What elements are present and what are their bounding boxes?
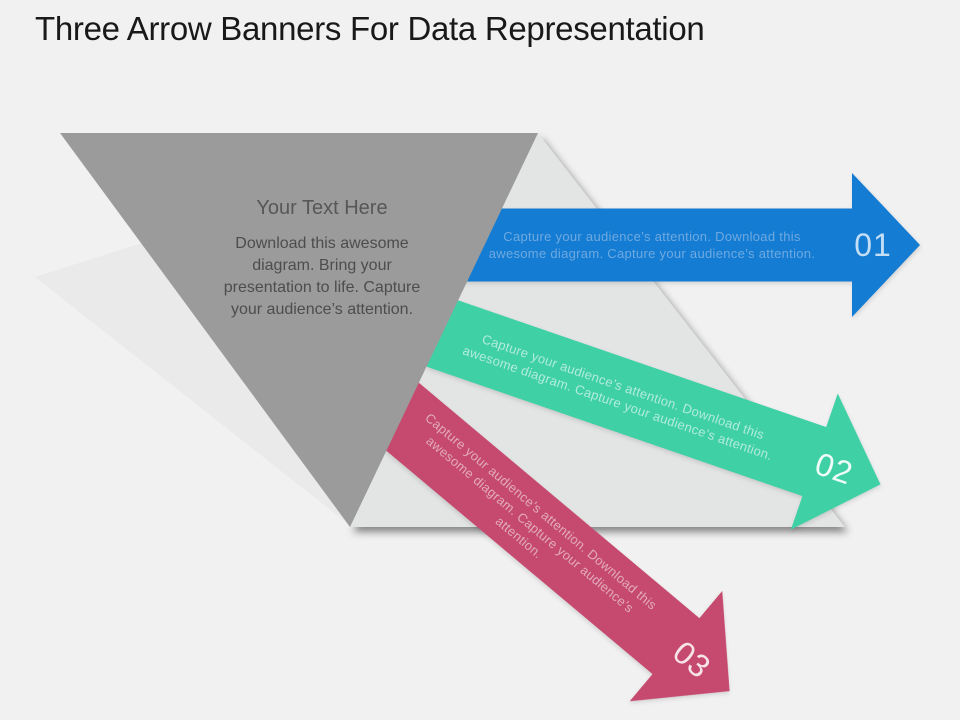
banner-1-number: 01	[854, 226, 892, 263]
arrow-shape-3	[367, 379, 730, 702]
triangle-text-block: Your Text Here Download this awesome dia…	[212, 196, 432, 321]
arrow-banner-2: Capture your audience’s attention. Downl…	[414, 261, 907, 556]
arrow-shape-1	[457, 173, 920, 317]
arrow-banner-3: Capture your audience’s attention. Downl…	[343, 350, 780, 720]
main-triangle-shape	[60, 133, 538, 527]
page-title: Three Arrow Banners For Data Representat…	[35, 10, 705, 47]
arrow-banner-1: Capture your audience’s attention. Downl…	[457, 170, 922, 320]
triangle-body: Download this awesome diagram. Bring you…	[223, 235, 421, 318]
banner-1-text: Capture your audience’s attention. Downl…	[488, 229, 816, 261]
right-arrow-icon	[367, 379, 730, 702]
triangle-heading: Your Text Here	[256, 197, 388, 219]
right-arrow-icon	[457, 173, 920, 317]
triangle-shadow-wedge-shape	[35, 242, 352, 527]
arrow-shape-2	[426, 297, 881, 530]
right-arrow-icon	[426, 297, 881, 530]
